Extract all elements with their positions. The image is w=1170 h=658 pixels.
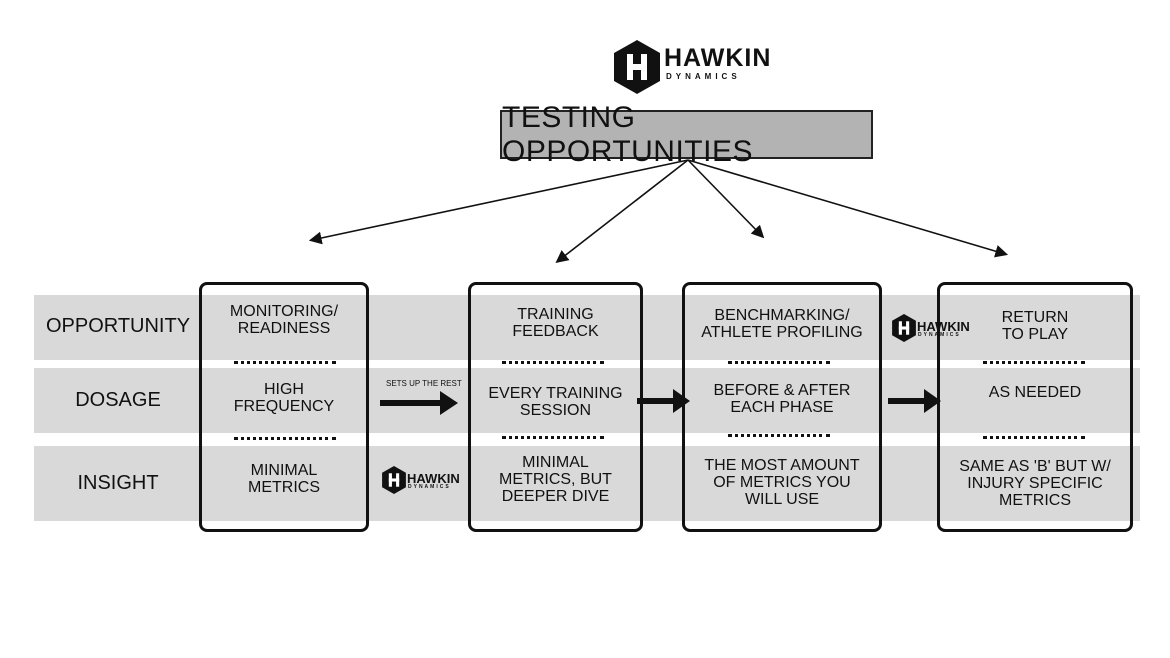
band-dosage [34, 368, 1140, 433]
dotted-divider [234, 437, 336, 440]
column-box-2 [468, 282, 643, 532]
hawkin-logo: HAWKIN DYNAMICS [612, 38, 772, 98]
logo-wordmark: HAWKIN [407, 471, 460, 486]
hexagon-logo-icon [892, 314, 916, 342]
col3-insight: THE MOST AMOUNT OF METRICS YOU WILL USE [704, 457, 860, 508]
col4-opportunity: RETURN TO PLAY [1001, 309, 1069, 343]
logo-subtitle: DYNAMICS [408, 484, 451, 490]
col1-insight: MINIMAL METRICS [248, 462, 320, 496]
branch-arrow-2 [555, 159, 689, 263]
col2-opportunity: TRAINING FEEDBACK [512, 306, 599, 340]
branch-arrow-3 [687, 159, 765, 239]
dotted-divider [983, 436, 1085, 439]
dotted-divider [502, 436, 604, 439]
column-box-4 [937, 282, 1133, 532]
row-label-dosage: DOSAGE [75, 389, 161, 411]
hawkin-logo-small: HAWKIN DYNAMICS [891, 313, 971, 345]
col2-dosage: EVERY TRAINING SESSION [488, 385, 623, 419]
branch-arrow-4 [687, 159, 1009, 258]
hawkin-logo-small: HAWKIN DYNAMICS [381, 465, 461, 497]
dotted-divider [983, 361, 1085, 364]
row-label-opportunity: OPPORTUNITY [45, 315, 191, 337]
col1-dosage: HIGH FREQUENCY [233, 381, 335, 415]
col3-opportunity: BENCHMARKING/ ATHLETE PROFILING [701, 307, 863, 341]
flow-arrow-1-head [440, 391, 458, 415]
row-label-insight: INSIGHT [77, 472, 159, 494]
column-box-3 [682, 282, 882, 532]
flow-arrow-1-shaft [380, 400, 442, 406]
logo-wordmark: HAWKIN [664, 44, 772, 72]
column-box-1 [199, 282, 369, 532]
hexagon-logo-icon [382, 466, 406, 494]
col1-opportunity: MONITORING/ READINESS [229, 303, 339, 337]
col2-insight: MINIMAL METRICS, BUT DEEPER DIVE [499, 454, 612, 505]
hexagon-logo-icon [614, 40, 660, 94]
col4-dosage: AS NEEDED [988, 383, 1082, 401]
col4-insight: SAME AS 'B' BUT W/ INJURY SPECIFIC METRI… [959, 458, 1111, 509]
col3-dosage: BEFORE & AFTER EACH PHASE [713, 382, 851, 416]
band-insight [34, 446, 1140, 521]
dotted-divider [234, 361, 336, 364]
dotted-divider [502, 361, 604, 364]
logo-subtitle: DYNAMICS [918, 332, 961, 338]
dotted-divider [728, 361, 830, 364]
dotted-divider [728, 434, 830, 437]
logo-subtitle: DYNAMICS [666, 72, 741, 81]
band-opportunity [34, 295, 1140, 360]
arrow-caption: SETS UP THE REST [386, 379, 462, 388]
branch-arrow-1 [308, 159, 689, 245]
logo-wordmark: HAWKIN [917, 319, 970, 334]
